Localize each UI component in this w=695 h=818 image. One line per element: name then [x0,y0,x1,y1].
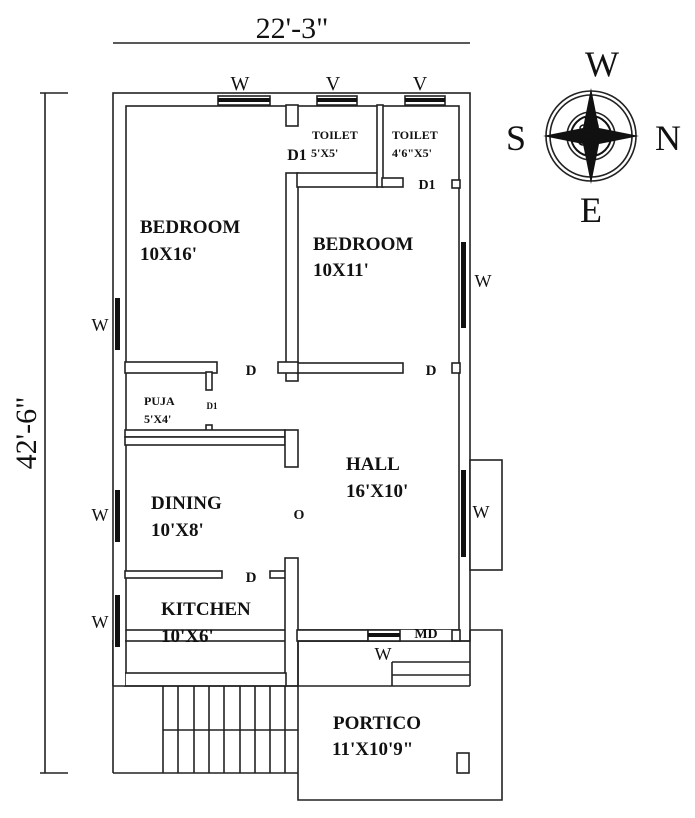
walls [112,92,503,773]
kitchen-size: 10'X6' [161,626,214,647]
window-marker: W [92,315,109,335]
door-marker: D [426,363,437,379]
portico-outline [297,629,503,801]
bedroom2-name: BEDROOM [313,234,413,255]
door-marker: D [246,570,257,586]
ventilator-marker: V [413,73,428,95]
portico-name: PORTICO [333,713,421,734]
toilet2-name: TOILET [392,128,438,142]
puja-name: PUJA [144,394,175,408]
compass-south: S [506,118,526,158]
puja-size: 5'X4' [144,412,171,426]
portico-size: 11'X10'9" [332,739,413,760]
window-marker: W [473,502,490,522]
toilet2-size: 4'6"X5' [392,146,432,160]
toilet1-name: TOILET [312,128,358,142]
hall-size: 16'X10' [346,481,408,502]
compass-north: N [655,118,681,158]
window-marker: W [231,73,250,95]
toilet1-size: 5'X5' [311,146,338,160]
bedroom1-name: BEDROOM [140,217,240,238]
depth-dimension: 42'-6" [10,92,68,774]
pillar [456,752,470,774]
door-marker: D1 [207,401,218,411]
window-marker: W [375,644,392,664]
bedroom2-size: 10X11' [313,260,369,281]
markers: W V V W W W W W W D1 D1 D D D1 D MD O [92,73,492,664]
window-marker: W [475,271,492,291]
compass-west: W [585,44,619,84]
main-door-marker: MD [414,627,437,642]
windows [115,95,466,647]
dining-size: 10'X8' [151,520,204,541]
door-marker: D1 [287,147,307,164]
width-dimension: 22'-3" [113,12,470,45]
depth-label: 42'-6" [10,397,43,470]
staircase [113,685,470,774]
compass-icon: W S N E [506,44,681,230]
dining-name: DINING [151,493,222,514]
width-label: 22'-3" [256,12,329,45]
door-marker: D1 [418,178,435,193]
opening-marker: O [294,508,305,523]
kitchen-name: KITCHEN [161,599,251,620]
ventilator-marker: V [326,73,341,95]
compass-east: E [580,190,602,230]
bedroom1-size: 10X16' [140,244,197,265]
door-marker: D [246,363,257,379]
room-labels: BEDROOM 10X16' BEDROOM 10X11' TOILET 5'X… [140,128,438,760]
window-marker: W [92,612,109,632]
hall-name: HALL [346,454,400,475]
window-marker: W [92,505,109,525]
